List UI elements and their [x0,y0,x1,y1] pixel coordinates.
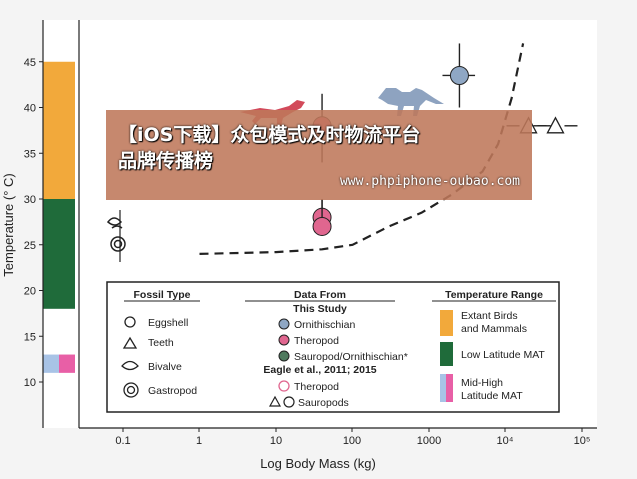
y-tick-label: 35 [24,148,36,160]
temperature-bands [43,61,75,373]
legend-eagle: Eagle et al., 2011; 2015 [263,364,376,376]
theropod-point [312,216,332,236]
legend-data-item: Theropod [294,381,339,393]
legend-fossil-item: Eggshell [148,317,188,329]
legend-temp-item: Latitude MAT [461,390,523,402]
x-tick-labels: 0.1 1 10 100 1000 10⁴ 10⁵ [115,435,590,447]
gastropod-icon [126,385,136,395]
legend-temp-item: Mid-High [461,377,503,389]
gastropod-icon [123,382,139,398]
x-tick-label: 1000 [417,435,441,447]
legend-data-item: Sauropods [298,397,349,409]
axes [39,20,597,432]
legend-swatch-mid-high-blue [440,374,447,402]
sauropod-marker [278,350,290,362]
legend-fossil-item: Bivalve [148,361,182,373]
legend-temp-item: and Mammals [461,323,527,335]
y-axis-title: Temperature (° C) [1,173,16,276]
legend-temp-title: Temperature Range [445,289,543,301]
ornithischian-point [449,65,469,85]
x-tick-label: 1 [196,435,202,447]
y-tick-label: 10 [24,377,36,389]
legend-data-item: Sauropod/Ornithischian* [294,351,408,363]
bivalve-icon [106,217,123,226]
legend-data-item: Ornithischian [294,319,355,331]
banner-subtitle: 品牌传播榜 [118,150,214,172]
legend-fossil-item: Teeth [148,337,174,349]
temperature-band-low-latitude [43,199,75,309]
temperature-band-mid-high-pink [59,354,75,373]
bivalve-icon [111,225,123,229]
legend-temp-item: Extant Birds [461,310,518,322]
ad-banner[interactable]: 【iOS下载】众包模式及时物流平台 品牌传播榜 www.phpiphone-ou… [106,110,532,200]
ornithischian-silhouette [378,88,444,116]
sauropod-point [546,116,565,134]
theropod-marker [278,334,290,346]
x-tick-label: 10⁵ [574,435,591,447]
eggshell-icon [124,316,136,328]
y-tick-label: 20 [24,286,36,298]
legend-box [106,281,560,413]
legend-fossil-item: Gastropod [148,385,197,397]
y-tick-label: 45 [24,57,36,69]
bivalve-icon [121,360,139,371]
x-axis-title: Log Body Mass (kg) [260,456,376,471]
x-tick-label: 10 [270,435,282,447]
banner-title: 【iOS下载】众包模式及时物流平台 [118,124,421,146]
y-tick-label: 30 [24,194,36,206]
y-tick-labels: 10 15 20 25 30 35 40 45 [24,57,36,389]
legend: Fossil Type Eggshell Teeth Bivalve Gastr… [106,281,560,413]
legend-data-item: Theropod [294,335,339,347]
eagle-sauropod-triangle [268,395,282,407]
ornithischian-marker [278,318,290,330]
temperature-band-mid-high-blue [43,354,59,373]
gastropod-icon [113,239,123,249]
bivalve-gastropod-icons [106,210,126,262]
banner-url[interactable]: www.phpiphone-oubao.com [339,174,520,189]
legend-swatch-low-lat [440,342,453,366]
x-tick-label: 100 [343,435,361,447]
legend-swatch-mid-high-pink [446,374,453,402]
x-tick-label: 0.1 [115,435,130,447]
eagle-theropod-marker [278,380,290,392]
teeth-icon [122,336,138,349]
legend-temp-item: Low Latitude MAT [461,349,545,361]
temperature-band-extant [43,61,75,199]
x-tick-label: 10⁴ [497,435,514,447]
gastropod-icon [110,236,126,252]
legend-swatch-extant [440,310,453,336]
legend-fossil-title: Fossil Type [134,289,191,301]
y-tick-label: 25 [24,240,36,252]
legend-data-title: Data From [294,289,346,301]
y-tick-label: 40 [24,103,36,115]
y-tick-label: 15 [24,331,36,343]
legend-this-study: This Study [293,303,347,315]
eagle-sauropod-circle [283,396,295,408]
